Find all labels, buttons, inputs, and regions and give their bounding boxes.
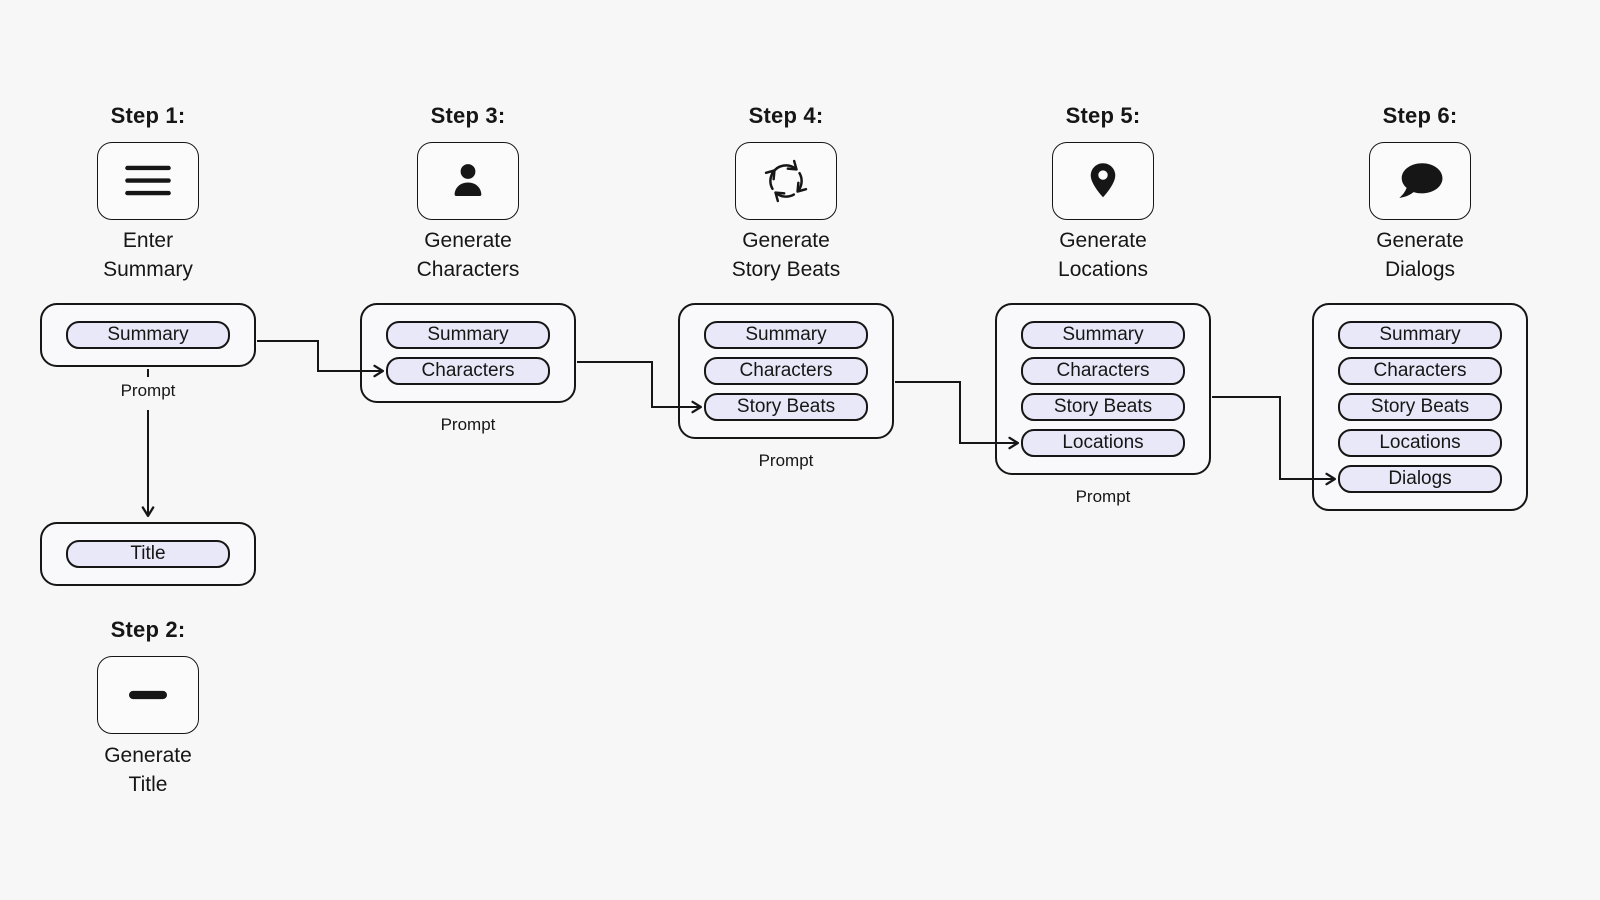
pill-title: Title xyxy=(66,540,230,568)
pill-summary: Summary xyxy=(704,321,868,349)
menu-icon xyxy=(125,165,171,196)
prompt-box-step-6: Summary Characters Story Beats Locations… xyxy=(1312,303,1528,511)
prompt-caption-step-5: Prompt xyxy=(1075,487,1131,506)
step-1-icon-box xyxy=(97,142,199,220)
pill-dialogs: Dialogs xyxy=(1338,465,1502,493)
prompt-caption-step-1: Prompt xyxy=(120,381,176,400)
title-output-box: Title xyxy=(40,522,256,586)
speech-bubble-icon xyxy=(1399,163,1443,198)
pill-characters: Characters xyxy=(1338,357,1502,385)
pill-locations: Locations xyxy=(1338,429,1502,457)
step-2-icon-box xyxy=(97,656,199,734)
pill-summary: Summary xyxy=(1021,321,1185,349)
prompt-box-step-3: Summary Characters xyxy=(360,303,576,403)
location-pin-icon xyxy=(1090,163,1116,198)
step-5-icon-box xyxy=(1052,142,1154,220)
prompt-caption-step-4: Prompt xyxy=(758,451,814,470)
step-3-header: Step 3: xyxy=(430,103,506,128)
minus-icon xyxy=(129,690,167,700)
step-3-label: Generate Characters xyxy=(416,229,520,281)
pill-story-beats: Story Beats xyxy=(704,393,868,421)
pill-story-beats: Story Beats xyxy=(1021,393,1185,421)
step-6-header: Step 6: xyxy=(1382,103,1458,128)
prompt-box-step-4: Summary Characters Story Beats xyxy=(678,303,894,439)
person-icon xyxy=(454,164,482,196)
pill-characters: Characters xyxy=(386,357,550,385)
pill-summary: Summary xyxy=(386,321,550,349)
step-4-label: Generate Story Beats xyxy=(731,229,841,281)
step-4-header: Step 4: xyxy=(748,103,824,128)
step-6-icon-box xyxy=(1369,142,1471,220)
cycle-icon xyxy=(764,159,808,203)
step-5-label: Generate Locations xyxy=(1058,229,1148,281)
step-1-header: Step 1: xyxy=(110,103,186,128)
pill-characters: Characters xyxy=(704,357,868,385)
step-4-icon-box xyxy=(735,142,837,220)
step-1-label: Enter Summary xyxy=(103,229,193,281)
prompt-box-step-1: Summary xyxy=(40,303,256,367)
pill-summary: Summary xyxy=(66,321,230,349)
step-5-header: Step 5: xyxy=(1065,103,1141,128)
step-3-icon-box xyxy=(417,142,519,220)
step-6-label: Generate Dialogs xyxy=(1376,229,1464,281)
pill-characters: Characters xyxy=(1021,357,1185,385)
step-2-header: Step 2: xyxy=(110,617,186,642)
pill-summary: Summary xyxy=(1338,321,1502,349)
pill-story-beats: Story Beats xyxy=(1338,393,1502,421)
pill-locations: Locations xyxy=(1021,429,1185,457)
prompt-caption-step-3: Prompt xyxy=(440,415,496,434)
prompt-box-step-5: Summary Characters Story Beats Locations xyxy=(995,303,1211,475)
step-2-label: Generate Title xyxy=(104,744,192,796)
